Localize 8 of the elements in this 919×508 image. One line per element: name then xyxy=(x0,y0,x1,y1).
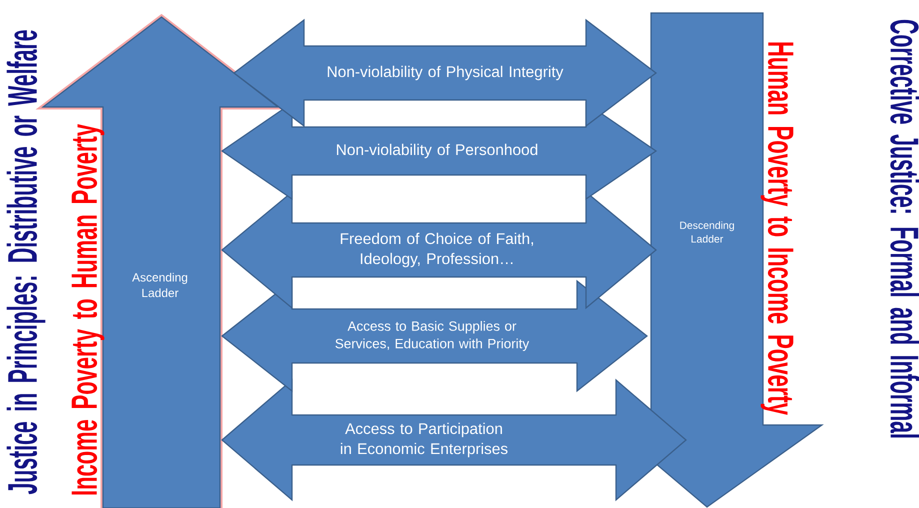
ladder-rung: Freedom of Choice of Faith, Ideology, Profession… xyxy=(221,190,657,310)
node-label: Access to Participation in Economic Enterprises xyxy=(340,422,508,458)
side-label: Justice in Principles: Distributive or Welfare xyxy=(6,30,46,494)
ladder-rung: Access to Participation in Economic Enterprises xyxy=(221,378,687,502)
side-label: Income Poverty to Human Poverty xyxy=(72,124,104,495)
ladder-rung: Non-violability of Physical Integrity xyxy=(233,18,657,128)
ladder-rung: Access to Basic Supplies or Services, Education with Priority xyxy=(221,280,648,392)
side-label: Human Poverty to Income Poverty xyxy=(760,42,794,415)
